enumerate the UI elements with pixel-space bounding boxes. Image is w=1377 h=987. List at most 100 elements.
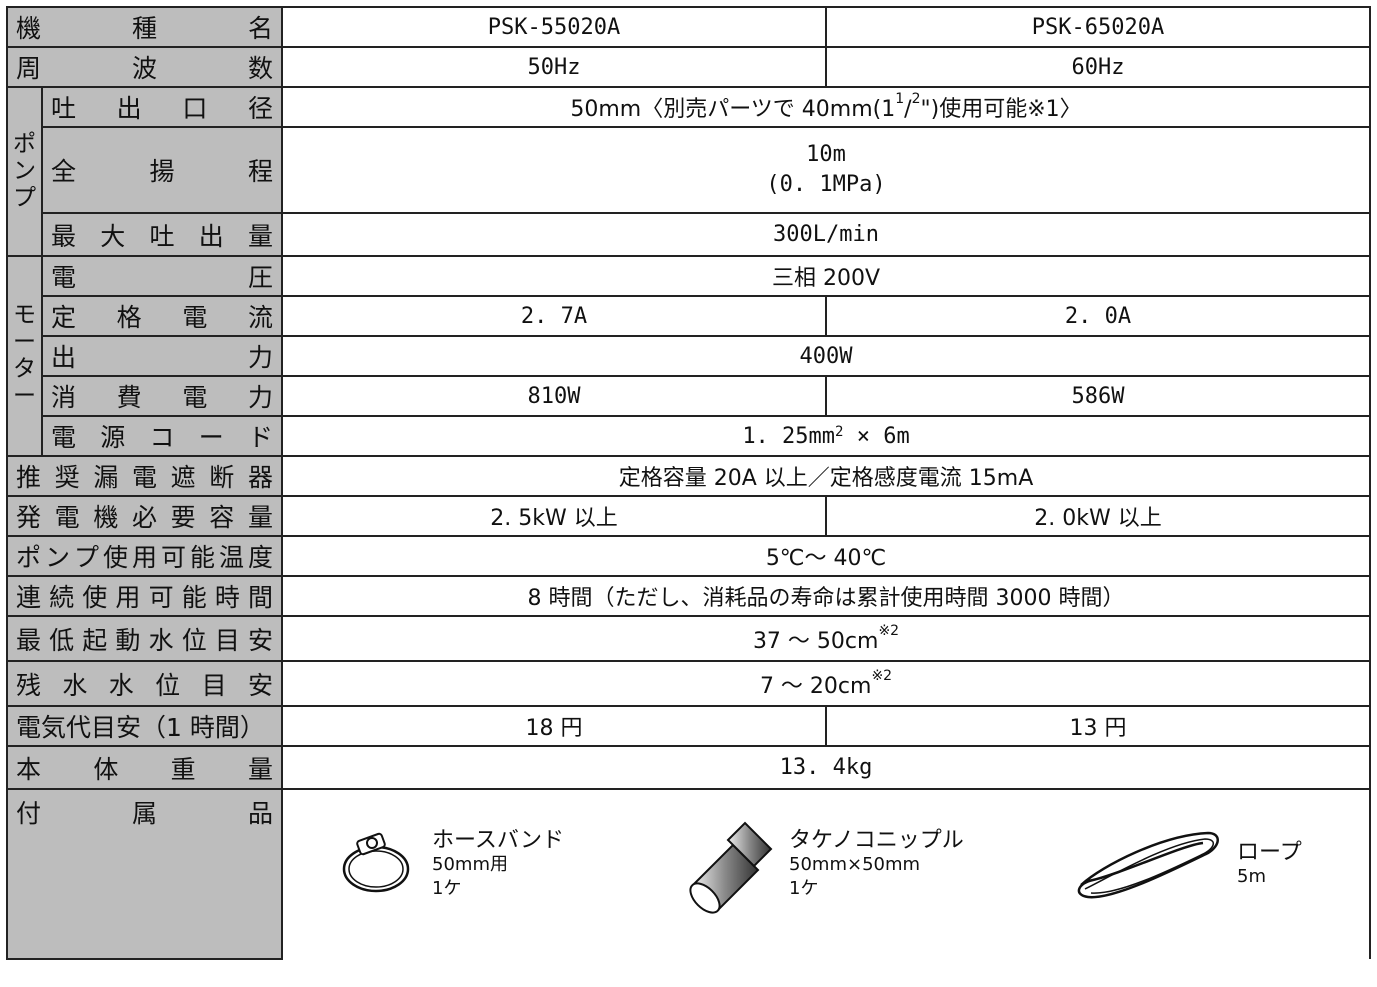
category-char: ー (13, 329, 36, 355)
value-continuous: 8 時間（ただし、消耗品の寿命は累計使用時間 3000 時間） (281, 575, 1372, 617)
accessory-hose-band: ホースバンド 50mm用 1ケ (338, 825, 564, 905)
label-text: 吐出口径 (43, 89, 281, 125)
label-char: 力 (248, 343, 274, 372)
label-char: 体 (93, 754, 119, 784)
row-frequency: 周波数 50Hz 60Hz (5, 46, 1372, 88)
discharge-sub: 2 (911, 91, 921, 107)
label-char: 径 (247, 94, 273, 123)
label-text: 消費電力 (43, 378, 281, 414)
label-char: 最 (51, 221, 77, 251)
label-rated-current: 定格電流 (40, 295, 284, 337)
label-char: 能 (181, 583, 207, 612)
row-electricity-cost: 電気代目安（1 時間） 18 円 13 円 (5, 705, 1372, 747)
label-char: 残 (16, 670, 42, 700)
row-breaker: 推奨漏電遮断器 定格容量 20A 以上／定格感度電流 15mA (5, 455, 1372, 497)
label-char: 安 (247, 625, 273, 655)
accessory-rope: ロープ 5m (1073, 825, 1302, 905)
label-char: 用 (132, 543, 158, 572)
label-residual-level: 残水水位目安 (5, 660, 284, 707)
category-char: ン (13, 158, 36, 184)
label-text: 電源コード (43, 418, 281, 454)
label-char: 電 (54, 503, 80, 532)
label-char: 源 (100, 423, 126, 452)
label-char: 大 (100, 221, 126, 251)
cord-text-a: 1. 25mm (742, 423, 836, 449)
label-char: 電 (51, 263, 77, 292)
label-char: 付 (16, 799, 42, 828)
value-power-cord: 1. 25mm2 × 6m (281, 415, 1372, 457)
label-char: 機 (16, 14, 42, 43)
label-char: 機 (93, 503, 119, 532)
label-char: 遮 (170, 463, 196, 492)
label-output: 出力 (40, 335, 284, 377)
label-total-head: 全揚程 (40, 126, 284, 214)
label-char: 圧 (248, 263, 274, 292)
accessory-spec: 50mm×50mm (789, 853, 921, 875)
label-voltage: 電圧 (40, 255, 284, 297)
label-char: 重 (170, 754, 196, 784)
value-generator-b: 2. 0kW 以上 (825, 495, 1372, 537)
label-text: 発電機必要容量 (8, 498, 281, 534)
label-char: 水 (108, 670, 134, 700)
label-char: 低 (49, 625, 75, 655)
label-text: 残水水位目安 (8, 666, 281, 702)
label-continuous: 連続使用可能時間 (5, 575, 284, 617)
label-char: 量 (247, 503, 273, 532)
label-char: 吐 (51, 94, 77, 123)
discharge-text-b: ")使用可能※1〉 (920, 97, 1082, 122)
label-char: 電 (182, 383, 208, 412)
min-start-note: ※2 (878, 622, 900, 639)
label-char: 電 (131, 463, 157, 492)
accessories-list: ホースバンド 50mm用 1ケ (283, 795, 1369, 955)
label-discharge-diameter: 吐出口径 (40, 86, 284, 128)
label-char: 水 (148, 625, 174, 655)
label-char: 力 (247, 383, 273, 412)
value-temperature: 5℃～ 40℃ (281, 535, 1372, 577)
label-temperature: ポンプ使用可能温度 (5, 535, 284, 577)
label-char: 量 (248, 221, 274, 251)
label-text: 最大吐出量 (43, 217, 281, 253)
label-char: 可 (161, 543, 187, 572)
label-char: 目 (214, 625, 240, 655)
label-char: 品 (248, 799, 274, 828)
label-char: 時 (214, 583, 240, 612)
label-char: 漏 (93, 463, 119, 492)
label-min-start-level: 最低起動水位目安 (5, 615, 284, 662)
accessory-name: ホースバンド (432, 827, 565, 853)
label-char: コ (149, 423, 175, 452)
value-cost-b: 13 円 (825, 705, 1372, 747)
head-line-1: 10m (806, 142, 846, 167)
label-char: ポ (16, 543, 42, 572)
label-breaker: 推奨漏電遮断器 (5, 455, 284, 497)
label-char: 揚 (149, 157, 175, 186)
label-char: 費 (116, 383, 142, 412)
label-char: 格 (116, 303, 142, 332)
category-text: モーター (8, 302, 41, 410)
label-char: 位 (181, 625, 207, 655)
label-char: 目 (201, 670, 227, 700)
label-char: 電 (51, 423, 77, 452)
label-char: 要 (170, 503, 196, 532)
label-char: 周 (16, 54, 42, 83)
label-char: 水 (62, 670, 88, 700)
value-min-start-level: 37 ～ 50cm※2 (281, 615, 1372, 662)
label-text: 本体重量 (8, 750, 281, 786)
label-char: 起 (82, 625, 108, 655)
label-text: ポンプ使用可能温度 (8, 538, 281, 574)
label-char: 波 (132, 54, 158, 83)
discharge-slash: / (904, 97, 912, 122)
value-freq-a: 50Hz (281, 46, 828, 88)
discharge-text-a: 50mm〈別売パーツで 40mm(1 (570, 97, 896, 122)
row-model: 機種名 PSK-55020A PSK-65020A (5, 6, 1372, 48)
label-char: 位 (155, 670, 181, 700)
label-char: 続 (49, 583, 75, 612)
rope-icon (1077, 831, 1219, 898)
label-char: 量 (247, 754, 273, 784)
label-char: 出 (51, 343, 77, 372)
label-char: 用 (115, 583, 141, 612)
label-power-cord: 電源コード (40, 415, 284, 457)
cord-sup: 2 (835, 423, 844, 440)
label-max-discharge: 最大吐出量 (40, 212, 284, 257)
label-text: 付属品 (8, 790, 281, 830)
label-char: 使 (82, 583, 108, 612)
